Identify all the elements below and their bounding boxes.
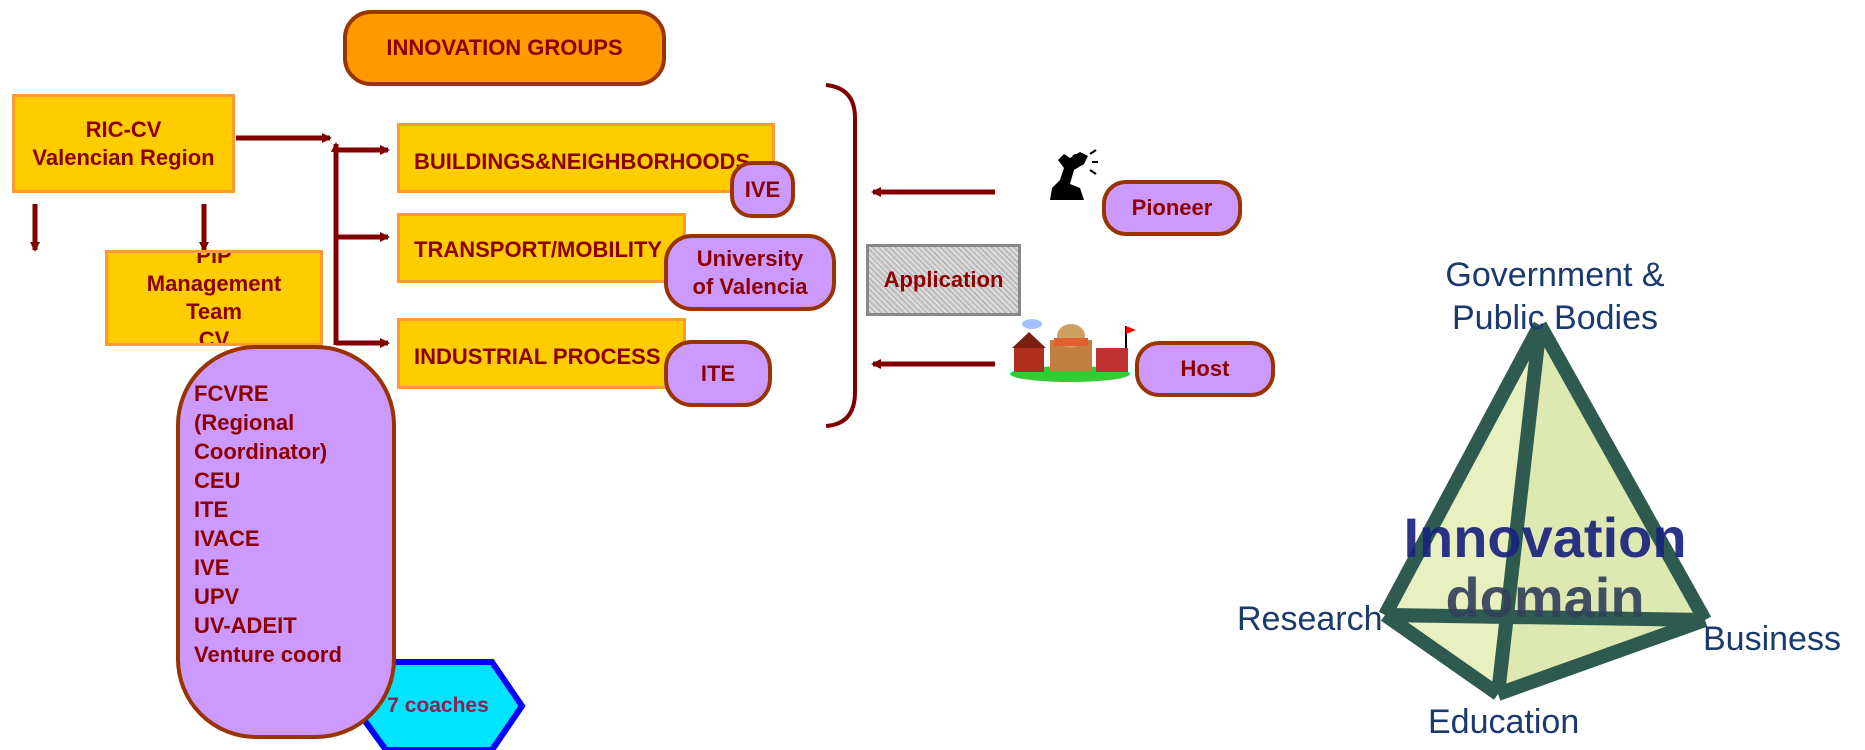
pyramid-top-label: Government & Public Bodies (1445, 256, 1665, 337)
group-transport-box: TRANSPORT/MOBILITY (397, 213, 686, 283)
pyramid-bottom-label: Education (1428, 703, 1580, 741)
member-item: IVE (194, 555, 230, 580)
member-item: UV-ADEIT (194, 613, 297, 638)
partner-university-tag: University of Valencia (664, 234, 836, 311)
innovation-groups-header: INNOVATION GROUPS (343, 10, 666, 86)
partner-ive-tag: IVE (730, 161, 795, 218)
pyramid-left-label: Research (1237, 600, 1383, 638)
ric-cv-line2: Valencian Region (32, 144, 215, 170)
college-buildings-icon (1010, 319, 1136, 382)
group-bracket (825, 83, 857, 428)
host-box: Host (1135, 341, 1275, 397)
group-industrial-box: INDUSTRIAL PROCESS (397, 318, 686, 389)
member-item: IVACE (194, 526, 260, 551)
member-item: UPV (194, 584, 240, 609)
member-item: Venture coord (194, 642, 342, 667)
ric-cv-line1: RIC-CV (85, 116, 162, 142)
pyramid-center-label: Innovation domain (1403, 506, 1687, 629)
pioneer-figure-icon (1050, 149, 1098, 200)
pyramid-right-label: Business (1703, 620, 1841, 658)
member-item: ITE (194, 497, 229, 522)
innovation-pyramid (1378, 321, 1712, 701)
application-box: Application (866, 244, 1021, 316)
group-buildings-box: BUILDINGS&NEIGHBORHOODS (397, 123, 775, 193)
coaches-label: 7 coaches (387, 694, 489, 717)
member-item: (Regional (194, 410, 295, 435)
member-item: FCVRE (194, 381, 269, 406)
members-box: FCVRE (Regional Coordinator) CEU ITE IVA… (176, 345, 396, 739)
member-item: CEU (194, 468, 241, 493)
ric-cv-box: RIC-CV Valencian Region (12, 94, 235, 193)
pip-management-box: PiP Management Team CV (105, 250, 323, 346)
pioneer-box: Pioneer (1102, 180, 1242, 236)
member-item: Coordinator) (194, 439, 328, 464)
partner-ite-tag: ITE (664, 340, 772, 407)
